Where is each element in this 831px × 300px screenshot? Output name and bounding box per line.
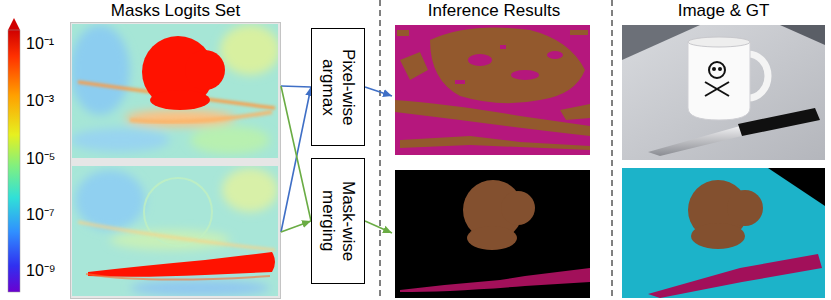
process-box: Mask-wise merging: [311, 158, 365, 284]
ground-truth: [622, 168, 825, 298]
flow-arrow: [281, 86, 311, 232]
flow-arrow: [365, 87, 392, 96]
cup-logits-heatmap: [72, 24, 278, 158]
column-panel: Masks Logits Set: [70, 0, 281, 299]
colorbar-tick-label: 10⁻⁹: [26, 262, 56, 280]
knife-logits-heatmap: [72, 166, 278, 296]
column-panel: Image & GT: [619, 0, 828, 299]
node-text: Inference Results: [392, 0, 596, 21]
photo: [622, 25, 825, 160]
node-text: Image & GT: [619, 0, 828, 21]
logits-panel: [71, 23, 281, 299]
argmax-result: [395, 25, 590, 155]
flow-arrow: [281, 86, 311, 232]
colorbar-tick-label: 10⁻⁷: [26, 206, 55, 224]
separator: [380, 0, 381, 300]
process-box: Pixel-wise argmax: [311, 28, 365, 146]
separator: [612, 0, 613, 300]
colorbar-tick-label: 10⁻⁵: [26, 150, 55, 168]
node-text: Masks Logits Set: [70, 0, 281, 21]
colorbar-tick-label: 10⁻³: [26, 92, 54, 110]
merging-result: [395, 170, 590, 298]
colorbar-tick-label: 10⁻¹: [26, 35, 54, 53]
flow-arrow: [365, 221, 392, 233]
colorbar: [8, 18, 20, 292]
column-panel: Inference Results: [392, 0, 596, 299]
node-text: Mask-wise merging: [318, 163, 358, 279]
node-text: Pixel-wise argmax: [318, 33, 358, 141]
